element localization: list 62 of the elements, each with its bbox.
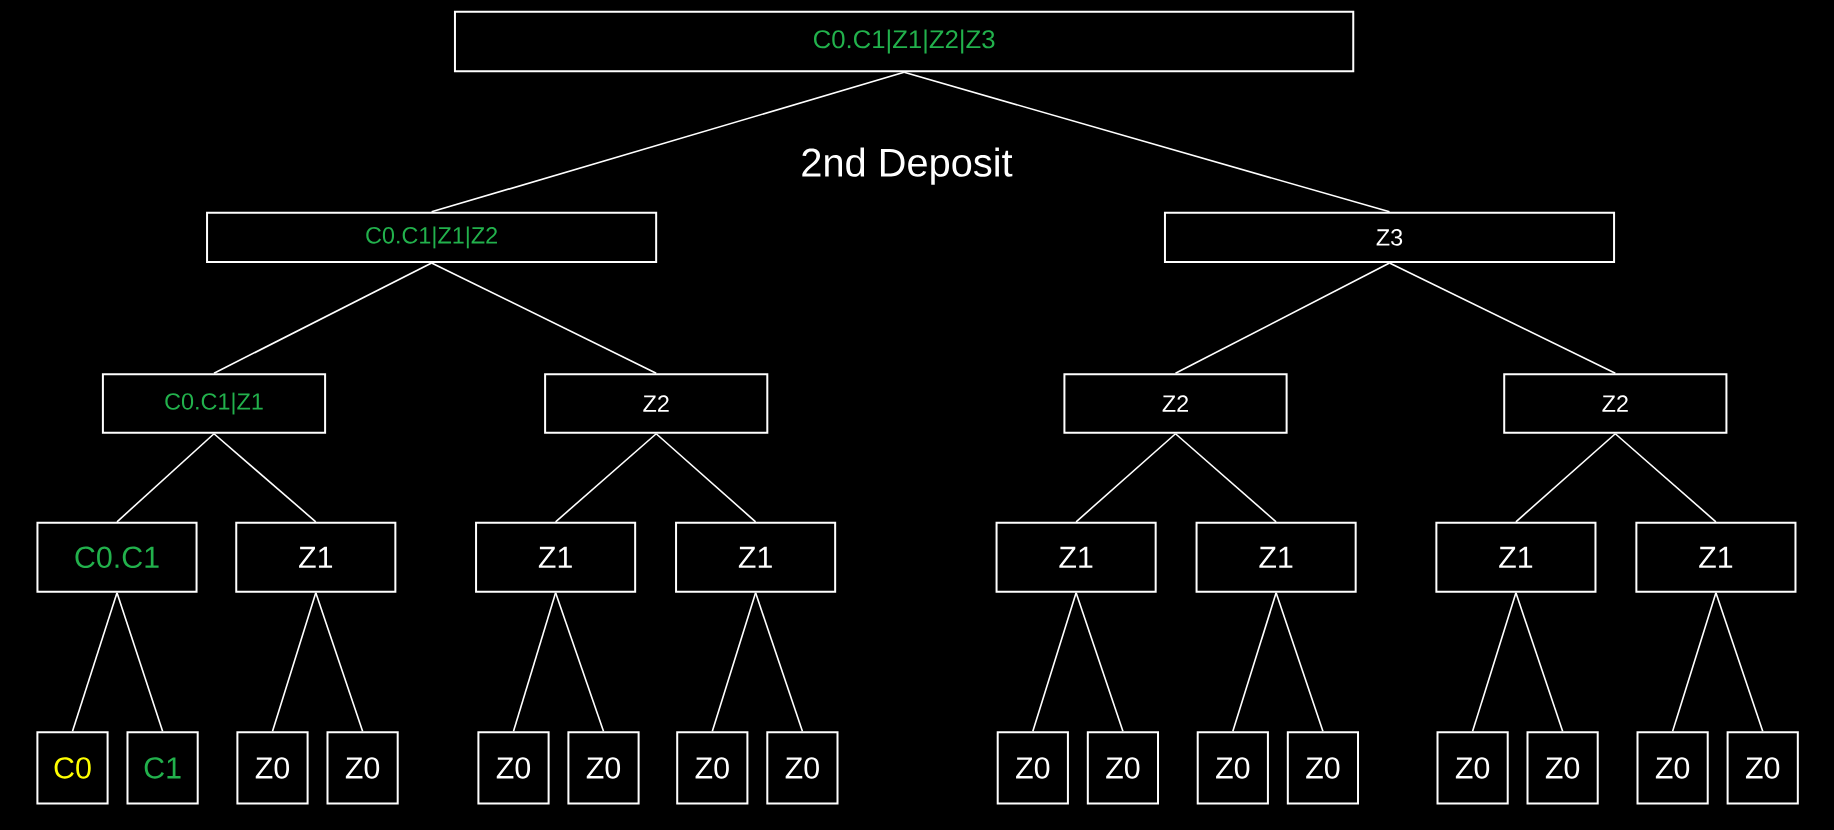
tree-box: Z0 bbox=[477, 731, 550, 805]
connector-line bbox=[213, 262, 433, 375]
connector-line bbox=[1388, 262, 1617, 375]
connector-line bbox=[711, 592, 757, 733]
connector-line bbox=[1174, 432, 1277, 523]
tree-box: Z0 bbox=[676, 731, 749, 805]
tree-box: Z0 bbox=[567, 731, 640, 805]
tree-box: Z0 bbox=[1726, 731, 1799, 805]
tree-box: Z1 bbox=[235, 521, 397, 593]
tree-box: Z1 bbox=[1435, 521, 1597, 593]
connector-line bbox=[754, 592, 804, 733]
tree-box: Z0 bbox=[1286, 731, 1359, 805]
tree-box: Z2 bbox=[544, 373, 769, 434]
connector-line bbox=[1515, 592, 1564, 733]
tree-box: Z2 bbox=[1503, 373, 1728, 434]
tree-box: Z1 bbox=[995, 521, 1157, 593]
connector-line bbox=[512, 592, 557, 733]
connector-line bbox=[116, 432, 215, 523]
tree-box: Z0 bbox=[236, 731, 309, 805]
tree-box: Z0 bbox=[1526, 731, 1599, 805]
connector-line bbox=[116, 592, 164, 733]
connector-line bbox=[903, 71, 1391, 213]
connector-line bbox=[1174, 262, 1391, 375]
tree-box: Z0 bbox=[1196, 731, 1269, 805]
connector-line bbox=[1275, 592, 1324, 733]
connector-line bbox=[1075, 432, 1177, 523]
tree-box: Z0 bbox=[996, 731, 1069, 805]
tree-box: C0 bbox=[36, 731, 109, 805]
tree-box: Z0 bbox=[1436, 731, 1509, 805]
tree-box: Z1 bbox=[1635, 521, 1797, 593]
tree-box: Z0 bbox=[766, 731, 839, 805]
tree-box: C0.C1|Z1|Z2 bbox=[206, 211, 658, 263]
tree-box: Z1 bbox=[475, 521, 637, 593]
tree-box: Z2 bbox=[1063, 373, 1288, 434]
tree-box: Z1 bbox=[675, 521, 837, 593]
connector-line bbox=[213, 432, 317, 523]
connector-line bbox=[1075, 592, 1124, 733]
tree-box: Z0 bbox=[1086, 731, 1159, 805]
connector-line bbox=[1671, 592, 1717, 733]
connector-line bbox=[1471, 592, 1517, 733]
tree-box: Z0 bbox=[326, 731, 399, 805]
connector-line bbox=[1232, 592, 1277, 733]
tree-box: Z1 bbox=[1195, 521, 1357, 593]
connector-line bbox=[554, 592, 605, 733]
connector-line bbox=[1614, 432, 1717, 523]
connector-line bbox=[1715, 592, 1764, 733]
connector-line bbox=[271, 592, 317, 733]
tree-box: C0.C1|Z1|Z2|Z3 bbox=[453, 10, 1355, 73]
tree-box: C0.C1|Z1 bbox=[101, 373, 327, 434]
annotation-text: 2nd Deposit bbox=[802, 147, 1013, 185]
connector-line bbox=[430, 71, 905, 213]
connector-line bbox=[1515, 432, 1617, 523]
connector-line bbox=[430, 262, 657, 375]
tree-box: C0.C1 bbox=[36, 521, 198, 593]
tree-box: C1 bbox=[126, 731, 199, 805]
tree-box: Z0 bbox=[1636, 731, 1709, 805]
connector-line bbox=[655, 432, 757, 523]
connector-line bbox=[1032, 592, 1077, 733]
connector-line bbox=[554, 432, 657, 523]
tree-box: Z3 bbox=[1163, 211, 1616, 263]
connector-line bbox=[315, 592, 364, 733]
connector-line bbox=[71, 592, 118, 733]
